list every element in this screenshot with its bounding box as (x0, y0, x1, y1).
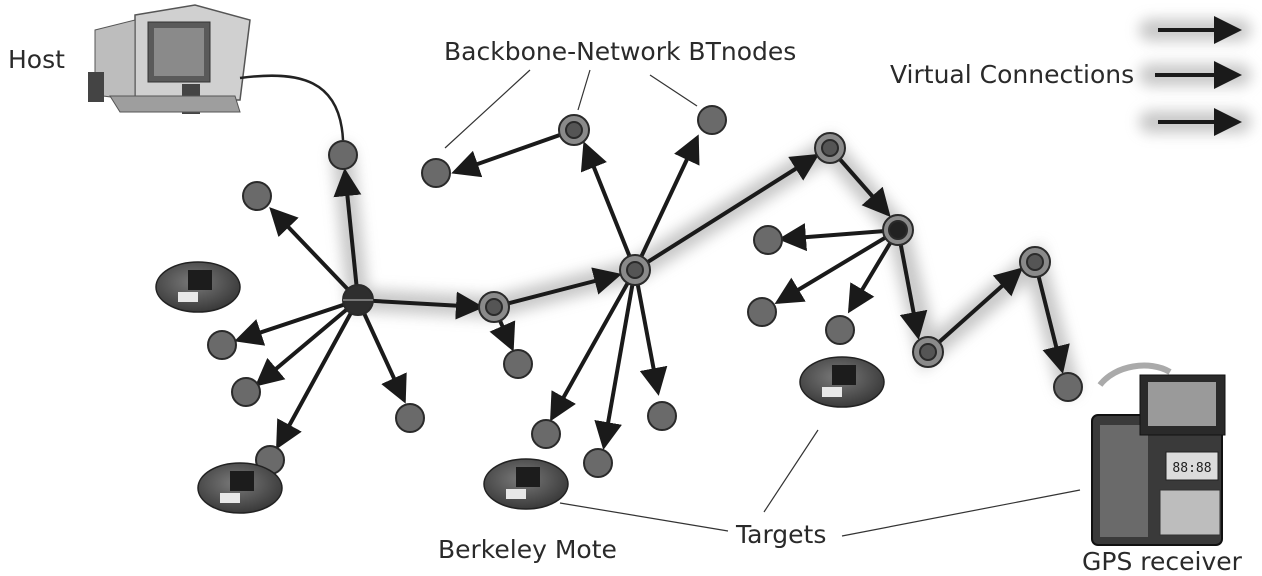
berkeley-mote-icon (483, 458, 569, 510)
node (753, 225, 783, 255)
node (747, 297, 777, 327)
berkeley-mote-icon (799, 356, 885, 408)
node (242, 181, 272, 211)
backbone-nodes (342, 114, 1051, 368)
gps-receiver-label: GPS receiver (1082, 547, 1243, 576)
nodes (207, 105, 1083, 478)
node (328, 140, 358, 170)
node (395, 403, 425, 433)
host-label: Host (8, 45, 65, 74)
backbone-node (558, 114, 590, 146)
node (697, 105, 727, 135)
backbone-node (882, 214, 914, 246)
backbone-node (478, 291, 510, 323)
backbone-node (619, 254, 651, 286)
backbone-node (1019, 246, 1051, 278)
backbone-node (912, 336, 944, 368)
node (1053, 372, 1083, 402)
backbone-node (342, 284, 374, 316)
berkeley-mote-icon (197, 462, 283, 514)
host-computer-icon (88, 4, 345, 141)
gps-display: 88:88 (1172, 461, 1211, 476)
node (531, 419, 561, 449)
virtual-connections-label: Virtual Connections (890, 60, 1134, 89)
node (231, 377, 261, 407)
node (647, 401, 677, 431)
node (825, 315, 855, 345)
gps-receiver-icon: 88:88 (1091, 362, 1226, 546)
berkeley-mote-icon (155, 261, 241, 313)
node (421, 158, 451, 188)
connections (234, 16, 1242, 450)
targets-label: Targets (735, 520, 826, 549)
berkeley-mote-label: Berkeley Mote (438, 535, 617, 564)
node (503, 349, 533, 379)
backbone-label: Backbone-Network BTnodes (444, 37, 796, 66)
backbone-node (814, 132, 846, 164)
node (583, 448, 613, 478)
node (207, 330, 237, 360)
label-pointers (444, 69, 1081, 537)
